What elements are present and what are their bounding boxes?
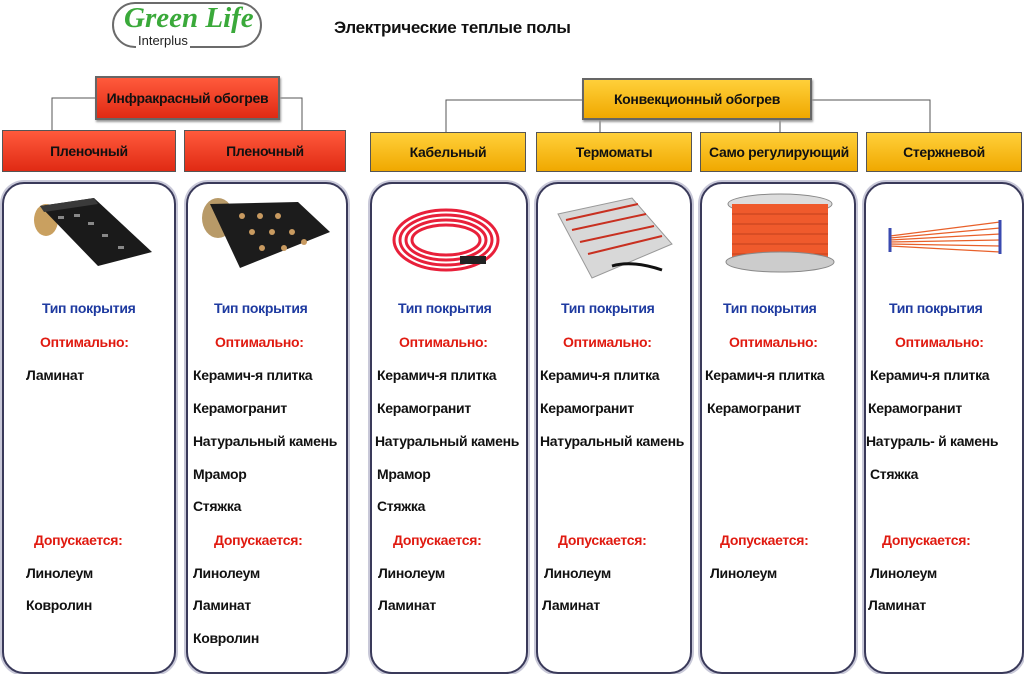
optimal-item: Керамич-я плитка [377,367,497,383]
allowed-item: Линолеум [193,565,260,581]
type-label: Тип покрытия [889,300,983,316]
type-label: Тип покрытия [561,300,655,316]
category-label: Само регулирующий [709,144,849,160]
column-panel-rod [864,182,1024,674]
optimal-item: Керамогранит [193,400,287,416]
optimal-label: Оптимально: [729,334,818,350]
allowed-label: Допускается: [34,532,123,548]
category-header-mats: Термоматы [536,132,692,172]
type-label: Тип покрытия [723,300,817,316]
rod-heater-image [888,220,1002,254]
optimal-label: Оптимально: [895,334,984,350]
optimal-item: Мрамор [377,466,431,482]
optimal-label: Оптимально: [399,334,488,350]
category-header-cable: Кабельный [370,132,526,172]
optimal-item: Керамич-я плитка [705,367,825,383]
optimal-item: Керамогранит [707,400,801,416]
category-label: Пленочный [50,143,128,159]
optimal-item: Ламинат [26,367,84,383]
category-header-rod: Стержневой [866,132,1022,172]
self-regulating-cable-reel-image [725,193,835,273]
column-panel-film-2 [186,182,348,674]
allowed-item: Линолеум [710,565,777,581]
optimal-item: Натуральный камень [193,433,338,449]
allowed-label: Допускается: [558,532,647,548]
optimal-item: Стяжка [377,498,426,514]
optimal-item: Керамогранит [377,400,471,416]
optimal-item: Стяжка [870,466,919,482]
allowed-item: Ковролин [26,597,93,613]
allowed-label: Допускается: [393,532,482,548]
allowed-item: Ламинат [868,597,926,613]
optimal-item: Керамогранит [540,400,634,416]
page-title: Электрические теплые полы [334,18,571,37]
category-label: Стержневой [903,144,985,160]
optimal-item: Мрамор [193,466,247,482]
category-label: Термоматы [575,144,653,160]
allowed-label: Допускается: [214,532,303,548]
column-panel-film-1 [2,182,176,674]
optimal-item: Натуральный камень [375,433,520,449]
allowed-item: Линолеум [378,565,445,581]
group-infrared-label: Инфракрасный обогрев [106,90,269,106]
allowed-item: Линолеум [870,565,937,581]
category-header-film-1: Пленочный [2,130,176,172]
cable-coil-image [392,208,500,272]
optimal-label: Оптимально: [40,334,129,350]
type-label: Тип покрытия [398,300,492,316]
type-label: Тип покрытия [214,300,308,316]
film-heater-carbon-image [202,198,330,268]
allowed-label: Допускается: [882,532,971,548]
optimal-item: Керамич-я плитка [870,367,990,383]
category-label: Кабельный [409,144,487,160]
group-infrared: Инфракрасный обогрев [95,76,280,120]
allowed-item: Ламинат [193,597,251,613]
type-label: Тип покрытия [42,300,136,316]
optimal-label: Оптимально: [215,334,304,350]
optimal-item: Керамогранит [868,400,962,416]
group-convection: Конвекционный обогрев [582,78,812,120]
optimal-item: Керамич-я плитка [540,367,660,383]
logo: Green Life Interplus [112,2,262,48]
optimal-item: Натуральный камень [540,433,685,449]
heating-mat-image [557,197,673,279]
group-convection-label: Конвекционный обогрев [613,91,781,107]
optimal-item: Стяжка [193,498,242,514]
category-header-film-2: Пленочный [184,130,346,172]
optimal-label: Оптимально: [563,334,652,350]
allowed-item: Линолеум [26,565,93,581]
allowed-item: Линолеум [544,565,611,581]
allowed-item: Ламинат [378,597,436,613]
allowed-item: Ковролин [193,630,260,646]
allowed-label: Допускается: [720,532,809,548]
film-heater-roll-image [34,198,152,266]
category-header-self-regulating: Само регулирующий [700,132,858,172]
logo-brand: Green Life [124,2,254,34]
allowed-item: Ламинат [542,597,600,613]
category-label: Пленочный [226,143,304,159]
logo-subtitle: Interplus [136,33,190,48]
optimal-item: Керамич-я плитка [193,367,313,383]
optimal-item: Натураль- й камень [866,433,999,449]
